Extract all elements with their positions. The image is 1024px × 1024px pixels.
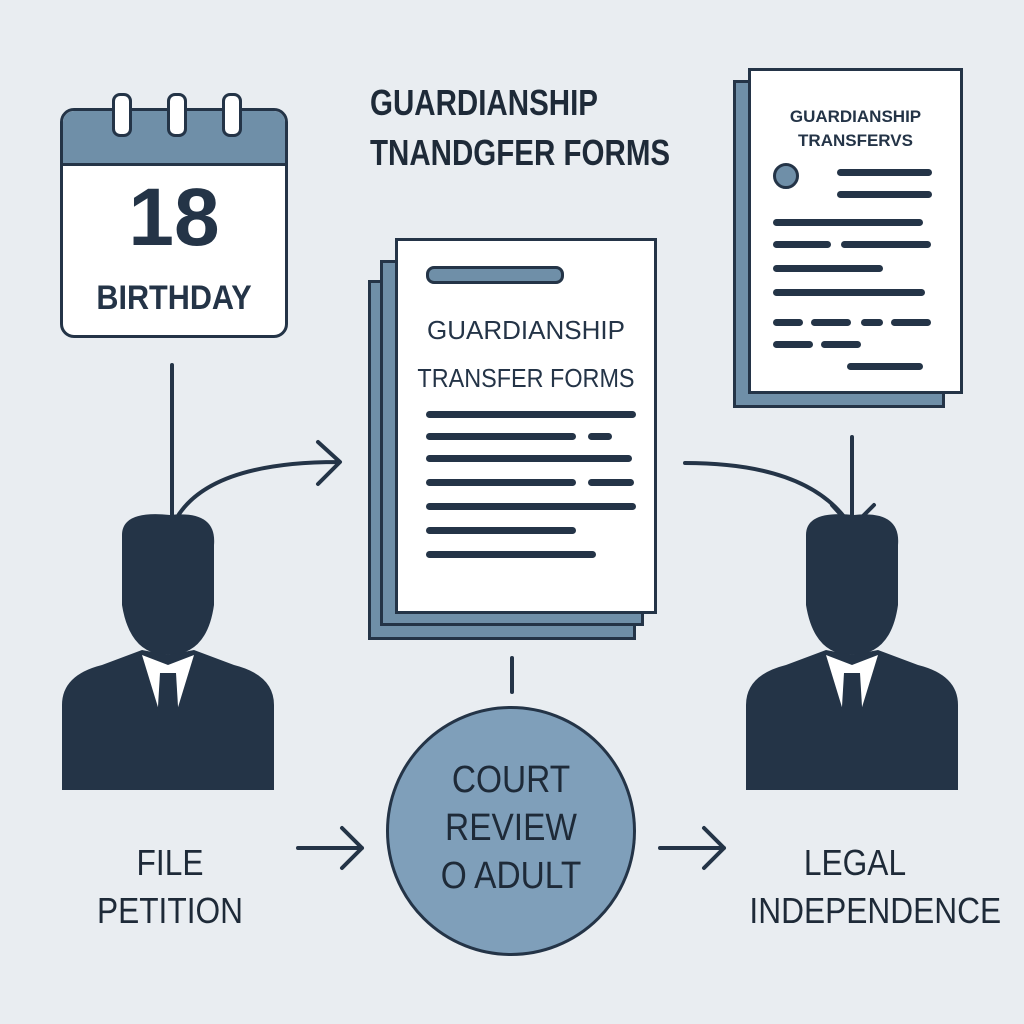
center-document-line-1: GUARDIANSHIP (427, 315, 625, 345)
calendar-ring (112, 93, 132, 137)
court-line-2: REVIEW (445, 807, 577, 849)
court-review-circle: COURT REVIEW O ADULT (386, 706, 636, 956)
legal-independence-line-1: LEGAL (803, 842, 907, 883)
right-document-line-2: TRANSFERVS (798, 131, 913, 150)
calendar-icon: 18 BIRTHDAY (60, 108, 288, 338)
calendar-day: 18 (128, 172, 220, 263)
court-to-independence-arrow (658, 826, 726, 870)
right-document-line-1: GUARDIANSHIP (789, 107, 922, 126)
right-document: GUARDIANSHIP TRANSFERVS (748, 68, 963, 394)
court-line-1: COURT (451, 759, 571, 801)
petition-to-court-arrow (296, 826, 364, 870)
legal-independence-line-2: INDEPENDENCE (749, 890, 1002, 931)
calendar-ring (222, 93, 242, 137)
file-petition-line-1: FILE (136, 842, 204, 883)
calendar-ring (167, 93, 187, 137)
title-line-2: TNANDGFER FORMS (370, 132, 671, 173)
court-line-3: O ADULT (440, 855, 582, 897)
center-document-line-2: TRANSFER FORMS (417, 363, 635, 393)
center-document: GUARDIANSHIP TRANSFER FORMS (395, 238, 657, 614)
file-petition-line-2: PETITION (96, 890, 244, 931)
seal-icon (773, 163, 799, 189)
calendar-to-forms-arrow (170, 363, 342, 529)
person-left-icon (62, 514, 274, 790)
title-line-1: GUARDIANSHIP (370, 82, 598, 123)
person-right-icon (746, 514, 958, 790)
calendar-label: BIRTHDAY (96, 279, 252, 317)
